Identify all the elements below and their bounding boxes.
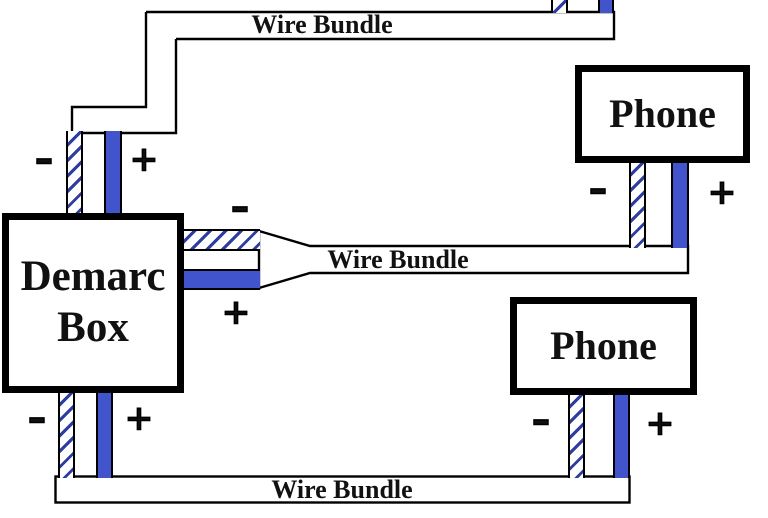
plus-sign-phone-top: + — [708, 167, 736, 218]
phone-top-label: Phone — [609, 90, 716, 136]
blue-wire-demarc-top — [104, 131, 122, 215]
duct-outer-wall — [70, 12, 148, 133]
wire-bundle-channel-bottom — [54, 475, 631, 504]
plus-sign-demarc-bottom: + — [125, 393, 153, 444]
minus-sign-phone-bottom: - — [531, 387, 550, 447]
blue-wire-phone-top — [671, 161, 689, 248]
minus-sign-phone-top: - — [588, 156, 607, 216]
phone-bottom-label: Phone — [550, 322, 657, 368]
blue-wire-demarc-bottom — [96, 391, 113, 478]
minus-sign-demarc-bottom: - — [27, 385, 46, 445]
plus-sign-demarc-right: + — [222, 287, 250, 338]
striped-wire-demarc-top — [66, 131, 83, 215]
striped-wire-phone-bottom — [568, 393, 585, 478]
wire-bundle-label-top: Wire Bundle — [251, 10, 393, 39]
wire-bundle-channel-middle — [258, 229, 690, 290]
minus-sign-demarc-top: - — [34, 126, 53, 186]
demarc-box-label-line2: Box — [57, 304, 129, 351]
striped-wire-demarc-right — [181, 229, 260, 251]
wire-bundle-label-bottom: Wire Bundle — [271, 475, 413, 504]
minus-sign-demarc-right: - — [230, 174, 249, 234]
striped-wire-top-stub — [551, 0, 568, 13]
blue-wire-phone-bottom — [613, 393, 630, 478]
phone-box-top: Phone — [575, 65, 750, 163]
blue-wire-top-stub — [598, 0, 614, 13]
striped-wire-phone-top — [629, 161, 646, 248]
striped-wire-demarc-bottom — [58, 391, 75, 478]
demarc-box-label-line1: Demarc — [20, 253, 166, 301]
plus-sign-phone-bottom: + — [646, 398, 674, 449]
plus-sign-demarc-top: + — [130, 134, 158, 185]
phone-box-bottom: Phone — [510, 297, 697, 395]
blue-wire-demarc-right — [181, 269, 260, 290]
wire-bundle-label-middle: Wire Bundle — [327, 245, 469, 274]
wire-bundle-channel-top — [146, 10, 616, 41]
duct-inner-wall — [71, 39, 178, 135]
demarc-box: Demarc Box — [2, 213, 184, 393]
